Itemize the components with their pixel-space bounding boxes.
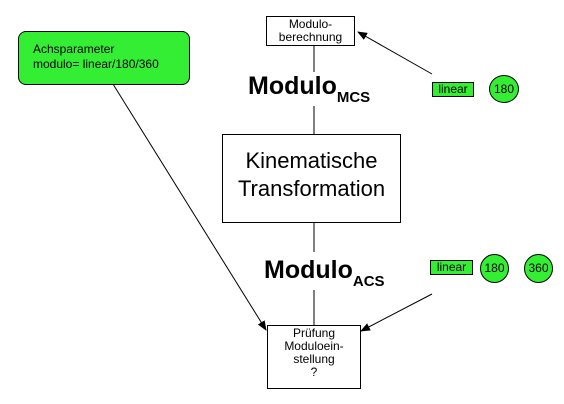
modulo-mcs-label: ModuloMCS bbox=[248, 72, 370, 105]
arrow-mcs-options-to-calc bbox=[357, 31, 433, 75]
modulo-check-line1: Prüfung bbox=[292, 326, 336, 340]
modulo-mcs-main: Modulo bbox=[248, 72, 337, 100]
modulo-acs-label: ModuloACS bbox=[264, 256, 385, 289]
modulo-calculation-box: Modulo- berechnung bbox=[266, 16, 355, 46]
modulo-mcs-sub: MCS bbox=[336, 89, 371, 106]
modulo-acs-main: Modulo bbox=[264, 256, 353, 284]
modulo-check-line4: ? bbox=[310, 365, 318, 379]
arrow-param-to-check bbox=[102, 67, 267, 331]
mcs-180-circle: 180 bbox=[489, 75, 519, 103]
mcs-linear-tag: linear bbox=[432, 82, 474, 97]
arrow-acs-options-to-check bbox=[360, 293, 433, 332]
kinematic-transformation-box: Kinematische Transformation bbox=[222, 134, 401, 223]
axis-parameter-title: Achsparameter bbox=[33, 42, 115, 56]
modulo-calculation-line2: berechnung bbox=[278, 30, 343, 44]
modulo-check-box: Prüfung Moduloein- stellung ? bbox=[267, 325, 361, 389]
acs-linear-tag: linear bbox=[430, 260, 473, 275]
modulo-check-line3: stellung bbox=[293, 352, 335, 366]
kinematic-line1: Kinematische bbox=[245, 148, 378, 173]
axis-parameter-modulo: modulo= linear/180/360 bbox=[33, 57, 159, 71]
modulo-check-line2: Moduloein- bbox=[284, 339, 344, 353]
acs-180-circle: 180 bbox=[480, 254, 509, 283]
axis-parameter-box: Achsparameter modulo= linear/180/360 bbox=[18, 31, 190, 85]
kinematic-line2: Transformation bbox=[237, 176, 386, 201]
modulo-acs-sub: ACS bbox=[352, 273, 385, 290]
acs-360-circle: 360 bbox=[524, 254, 553, 283]
modulo-calculation-line1: Modulo- bbox=[288, 17, 333, 31]
